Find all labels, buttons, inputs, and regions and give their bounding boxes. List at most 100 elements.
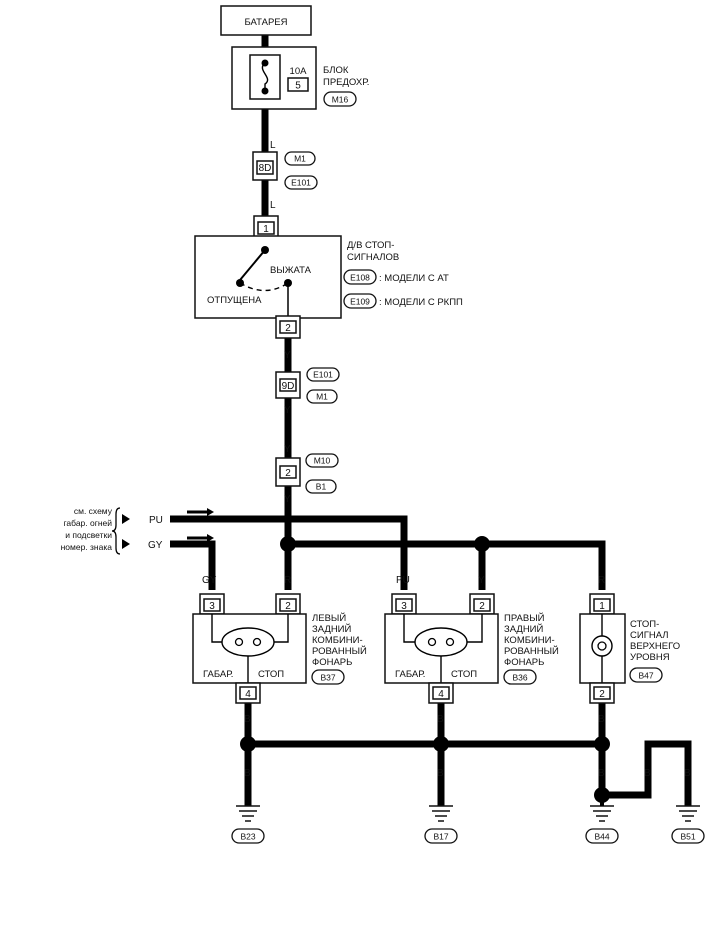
joint1-pin: 8D bbox=[259, 163, 272, 174]
wire-label-y-3: Y bbox=[284, 444, 291, 455]
high-stop-connector: B47 bbox=[638, 671, 653, 681]
wire-label-y-4: Y bbox=[284, 494, 291, 505]
ground-icon bbox=[236, 805, 260, 822]
joint2-pin: 9D bbox=[282, 381, 295, 392]
left-lamp-label-3: КОМБИНИ- bbox=[312, 635, 363, 646]
joint3-conn-1: M10 bbox=[314, 456, 331, 466]
wire-label-r-left: R bbox=[284, 575, 291, 586]
joint3-pin: 2 bbox=[285, 468, 291, 479]
ground-b44-label: B44 bbox=[594, 832, 609, 842]
right-lamp-label-4: РОВАННЫЙ bbox=[504, 645, 559, 657]
right-lamp-tail: ГАБАР. bbox=[395, 669, 425, 680]
right-lamp-label-2: ЗАДНИЙ bbox=[504, 623, 544, 635]
left-lamp-tail: ГАБАР. bbox=[203, 669, 233, 680]
wire-label-b-7: B bbox=[644, 768, 651, 779]
high-stop-pin-a: 1 bbox=[599, 601, 605, 612]
switch-text-mt: : МОДЕЛИ С РКПП bbox=[379, 297, 463, 308]
reference-note: см. схему габар. огней и подсветки номер… bbox=[61, 506, 163, 555]
junction-ground-right bbox=[594, 736, 610, 752]
wire-label-b-5: B bbox=[437, 768, 444, 779]
brake-switch: 1 ВЫЖАТА ОТПУЩЕНА 2 Д/В СТОП- СИГНАЛОВ E… bbox=[194, 215, 463, 339]
joint-connector-8d: 8D M1 E101 bbox=[252, 151, 318, 190]
high-stop-label-3: ВЕРХНЕГО bbox=[630, 641, 680, 652]
wire-label-y-right: Y bbox=[478, 575, 485, 586]
wire-label-pu-ref: PU bbox=[149, 515, 163, 526]
ground-b44: B44 bbox=[585, 795, 619, 844]
wire-label-b-4: B bbox=[244, 768, 251, 779]
battery-label: БАТАРЕЯ bbox=[245, 17, 288, 28]
wire-label-b-6: B bbox=[598, 768, 605, 779]
fuse-block: 10A 5 БЛОК ПРЕДОХР. M16 bbox=[231, 46, 369, 110]
pu-arrow-icon bbox=[122, 514, 130, 524]
left-lamp-pin-g: 4 bbox=[245, 689, 251, 700]
switch-released: ОТПУЩЕНА bbox=[207, 295, 262, 306]
fuse-label-2: ПРЕДОХР. bbox=[323, 77, 369, 88]
high-mounted-stop-lamp: 1 2 СТОП- СИГНАЛ ВЕРХНЕГО УРОВНЯ B47 bbox=[579, 593, 680, 704]
switch-label-1: Д/В СТОП- bbox=[347, 240, 394, 251]
wire-label-b-8: B bbox=[684, 768, 691, 779]
high-stop-label-4: УРОВНЯ bbox=[630, 652, 670, 663]
right-lamp-pin-a: 3 bbox=[401, 601, 407, 612]
left-lamp-pin-b: 2 bbox=[285, 601, 291, 612]
right-lamp-label-3: КОМБИНИ- bbox=[504, 635, 555, 646]
wire-label-pu: PU bbox=[396, 575, 410, 586]
left-lamp-label-5: ФОНАРЬ bbox=[312, 657, 352, 668]
lamp-bulb-icon bbox=[221, 627, 275, 657]
wire-label-gy: GY bbox=[202, 575, 217, 586]
fuse-number: 5 bbox=[295, 81, 301, 92]
fuse-icon bbox=[261, 62, 269, 91]
right-lamp-stop: СТОП bbox=[451, 669, 477, 680]
ground-b17-label: B17 bbox=[433, 832, 448, 842]
bulb-icon bbox=[591, 635, 613, 657]
fuse-connector: M16 bbox=[332, 95, 349, 105]
right-lamp-pin-b: 2 bbox=[479, 601, 485, 612]
left-lamp-label-2: ЗАДНИЙ bbox=[312, 623, 352, 635]
ref-line-1: см. схему bbox=[74, 506, 113, 516]
wire-label-gy-ref: GY bbox=[148, 540, 163, 551]
switch-pressed: ВЫЖАТА bbox=[270, 265, 312, 276]
wire-label-l-2: L bbox=[270, 200, 276, 211]
fuse-label-1: БЛОК bbox=[323, 65, 349, 76]
joint2-conn-1: E101 bbox=[313, 370, 333, 380]
ground-icon bbox=[590, 805, 614, 822]
ref-line-2: габар. огней bbox=[64, 518, 113, 528]
left-combination-lamp: 3 2 ГАБАР. СТОП 4 ЛЕВЫЙ ЗАДНИЙ КОМБИНИ- … bbox=[192, 593, 367, 704]
junction-ground-mid bbox=[433, 736, 449, 752]
switch-conn-at: E108 bbox=[350, 273, 370, 283]
high-stop-label-1: СТОП- bbox=[630, 619, 659, 630]
ground-icon bbox=[676, 805, 700, 822]
wire-label-y-1: Y bbox=[284, 350, 291, 361]
switch-text-at: : МОДЕЛИ С АТ bbox=[379, 273, 449, 284]
joint3-conn-2: B1 bbox=[316, 482, 327, 492]
wire-label-y-2: Y bbox=[284, 405, 291, 416]
wire-label-b-3: B bbox=[598, 714, 605, 725]
wire-label-r-right: R bbox=[598, 575, 605, 586]
right-lamp-connector: B36 bbox=[512, 673, 527, 683]
ground-b51: B51 bbox=[671, 805, 705, 844]
switch-contact-icon bbox=[239, 249, 266, 281]
fuse-rating: 10A bbox=[290, 66, 308, 77]
ground-b51-label: B51 bbox=[680, 832, 695, 842]
switch-pin-out: 2 bbox=[285, 323, 291, 334]
ground-b17: B17 bbox=[424, 805, 458, 844]
joint-connector-9d: 9D E101 M1 bbox=[275, 367, 340, 404]
ground-b23-label: B23 bbox=[240, 832, 255, 842]
high-stop-label-2: СИГНАЛ bbox=[630, 630, 668, 641]
lamp-bulb-icon bbox=[414, 627, 468, 657]
wire-label-b-2: B bbox=[437, 714, 444, 725]
joint1-conn-1: M1 bbox=[294, 154, 306, 164]
left-lamp-pin-a: 3 bbox=[209, 601, 215, 612]
right-lamp-pin-g: 4 bbox=[438, 689, 444, 700]
ref-line-4: номер. знака bbox=[61, 542, 113, 552]
joint2-conn-2: M1 bbox=[316, 392, 328, 402]
ground-b23: B23 bbox=[231, 805, 265, 844]
battery-block: БАТАРЕЯ bbox=[220, 5, 312, 36]
wire-label-l-1: L bbox=[270, 140, 276, 151]
high-stop-pin-b: 2 bbox=[599, 689, 605, 700]
wire-label-b-1: B bbox=[244, 714, 251, 725]
joint1-conn-2: E101 bbox=[291, 178, 311, 188]
left-lamp-label-1: ЛЕВЫЙ bbox=[312, 612, 346, 624]
right-combination-lamp: 3 2 ГАБАР. СТОП 4 ПРАВЫЙ ЗАДНИЙ КОМБИНИ-… bbox=[384, 593, 559, 704]
switch-conn-mt: E109 bbox=[350, 297, 370, 307]
junction-ground-left bbox=[240, 736, 256, 752]
